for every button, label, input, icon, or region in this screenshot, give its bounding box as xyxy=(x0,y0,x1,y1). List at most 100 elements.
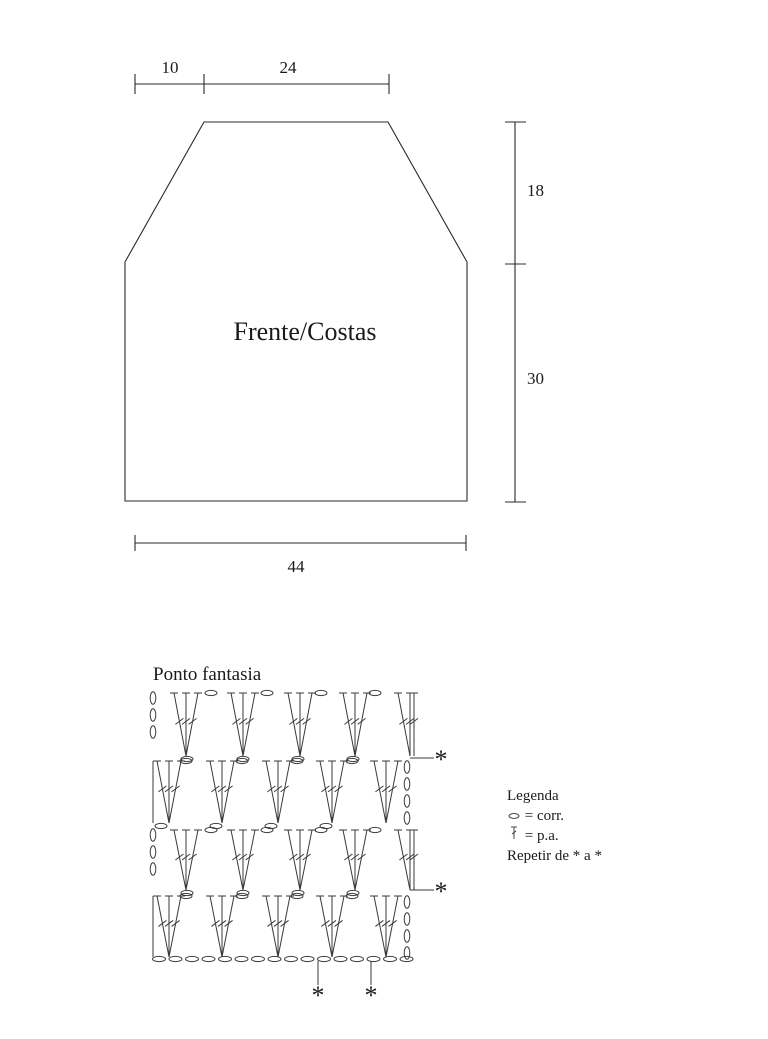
double-crochet-stitch xyxy=(381,760,391,823)
double-crochet-stitch xyxy=(295,692,305,756)
double-crochet-stitch xyxy=(185,692,202,757)
double-crochet-stitch xyxy=(295,829,305,890)
chain-stitch xyxy=(235,757,249,765)
double-crochet-stitch xyxy=(277,895,294,958)
double-crochet-stitch xyxy=(242,692,259,757)
chain-stitch xyxy=(346,889,360,897)
double-crochet-stitch xyxy=(394,829,411,891)
double-crochet-stitch xyxy=(354,692,371,757)
chain-stitch xyxy=(234,955,249,963)
chain-stitch xyxy=(314,689,328,697)
chain-stitch xyxy=(235,892,249,900)
double-crochet-stitch xyxy=(153,895,170,958)
chain-stitch xyxy=(403,777,411,791)
repeat-asterisk: * xyxy=(312,981,325,1010)
chain-stitch xyxy=(333,955,348,963)
chain-stitch xyxy=(350,955,364,963)
repeat-asterisk: * xyxy=(435,745,448,774)
chain-stitch xyxy=(149,845,157,859)
chain-stitch xyxy=(403,895,411,909)
double-crochet-stitch xyxy=(385,895,402,958)
chain-stitch xyxy=(149,828,157,842)
double-crochet-stitch xyxy=(405,692,415,756)
double-crochet-stitch xyxy=(181,692,191,756)
double-crochet-stitch xyxy=(316,760,333,824)
double-crochet-stitch xyxy=(227,692,244,757)
chain-stitch xyxy=(201,955,216,963)
repeat-markers: * * * * xyxy=(312,745,448,1010)
double-crochet-stitch xyxy=(409,829,419,890)
chain-stitch xyxy=(152,955,166,963)
chain-stitch xyxy=(168,955,183,963)
double-crochet-stitch xyxy=(284,829,301,891)
double-crochet-stitch xyxy=(273,895,283,957)
double-crochet-stitch xyxy=(327,760,337,823)
double-crochet-stitch xyxy=(153,760,170,824)
double-crochet-stitch xyxy=(221,895,238,958)
dim-shoulder-height-label: 18 xyxy=(527,181,544,200)
double-crochet-stitch xyxy=(327,895,337,957)
repeat-asterisk: * xyxy=(435,877,448,906)
bottom-dimension-line xyxy=(134,535,467,551)
double-crochet-stitch xyxy=(331,760,348,824)
double-crochet-stitch xyxy=(168,895,185,958)
double-crochet-stitch xyxy=(339,692,356,757)
chain-stitch xyxy=(368,689,382,697)
double-crochet-stitch xyxy=(394,692,411,757)
dim-body-height-label: 30 xyxy=(527,369,544,388)
dim-top-width-label: 24 xyxy=(280,58,298,77)
legend-repeat-text: Repetir de * a * xyxy=(507,848,602,864)
double-crochet-stitch xyxy=(217,760,227,823)
chain-stitch xyxy=(264,822,278,830)
chain-stitch xyxy=(260,689,274,697)
chain-stitch xyxy=(179,757,193,765)
piece-label: Frente/Costas xyxy=(234,317,377,346)
double-crochet-stitch xyxy=(170,692,187,757)
double-crochet-stitch xyxy=(385,760,402,824)
chain-stitch xyxy=(403,794,411,808)
double-crochet-stitch xyxy=(316,895,333,958)
double-crochet-stitch xyxy=(409,692,419,756)
repeat-asterisk: * xyxy=(365,981,378,1010)
double-crochet-stitch xyxy=(331,895,348,958)
chain-stitch xyxy=(403,811,411,825)
schematic xyxy=(124,74,526,551)
chain-stitch xyxy=(251,955,265,963)
chain-stitch xyxy=(314,826,328,834)
double-crochet-stitch xyxy=(221,760,238,824)
double-crochet-stitch xyxy=(238,829,248,890)
chain-stitch xyxy=(260,826,274,834)
legend-dc-row: = p.a. xyxy=(507,826,602,846)
dim-bottom-width-label: 44 xyxy=(288,557,306,576)
chain-stitch xyxy=(149,862,157,876)
chain-stitch xyxy=(290,757,304,765)
chain-stitch xyxy=(154,822,168,830)
double-crochet-stitch xyxy=(217,895,227,957)
double-crochet-stitch xyxy=(277,760,294,824)
double-crochet-stitch xyxy=(185,829,202,891)
legend-chain-row: = corr. xyxy=(507,806,602,826)
chain-stitch xyxy=(267,955,282,963)
chain-stitch xyxy=(236,889,250,897)
chart-title: Ponto fantasia xyxy=(153,664,262,685)
double-crochet-stitch xyxy=(227,829,244,891)
chain-stitch xyxy=(204,826,218,834)
double-crochet-icon xyxy=(507,826,521,846)
double-crochet-stitch xyxy=(299,829,316,891)
top-dimension-line xyxy=(134,74,390,94)
stitch-chart xyxy=(149,689,434,985)
chain-stitch xyxy=(149,708,157,722)
chain-stitch xyxy=(383,955,397,963)
chain-stitch xyxy=(290,892,304,900)
double-crochet-stitch xyxy=(164,895,174,957)
chain-stitch xyxy=(345,892,359,900)
chain-stitch xyxy=(179,892,193,900)
double-crochet-stitch xyxy=(354,829,371,891)
double-crochet-stitch xyxy=(273,760,283,823)
double-crochet-stitch xyxy=(350,692,360,756)
chain-stitch xyxy=(300,955,315,963)
chain-stitch xyxy=(284,955,298,963)
double-crochet-stitch xyxy=(370,895,387,958)
legend-title: Legenda xyxy=(507,788,559,804)
chain-stitch xyxy=(149,691,157,705)
